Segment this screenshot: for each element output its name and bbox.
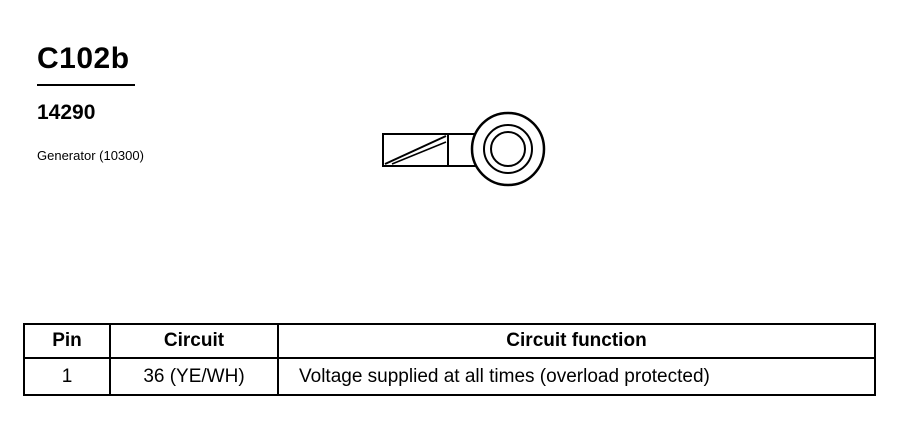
header-circuit: Circuit [109, 323, 279, 359]
terminal-seam-inner [391, 141, 447, 165]
terminal-ring-middle [483, 124, 533, 174]
terminal-ring-inner [490, 131, 526, 167]
table-header-row: Pin Circuit Circuit function [23, 323, 876, 359]
header-circuit-function: Circuit function [277, 323, 876, 359]
connector-id-underline [37, 84, 135, 86]
terminal-seam [384, 135, 447, 165]
table-row: 1 36 (YE/WH) Voltage supplied at all tim… [23, 357, 876, 396]
cell-circuit: 36 (YE/WH) [109, 357, 279, 396]
pin-table: Pin Circuit Circuit function 1 36 (YE/WH… [23, 323, 876, 396]
ring-terminal-icon [382, 111, 546, 187]
cell-pin: 1 [23, 357, 111, 396]
component-name: Generator (10300) [37, 148, 144, 163]
part-number: 14290 [37, 101, 96, 124]
header-pin: Pin [23, 323, 111, 359]
cell-circuit-function: Voltage supplied at all times (overload … [277, 357, 876, 396]
connector-id: C102b [37, 42, 130, 75]
terminal-ring-outer [470, 111, 546, 187]
